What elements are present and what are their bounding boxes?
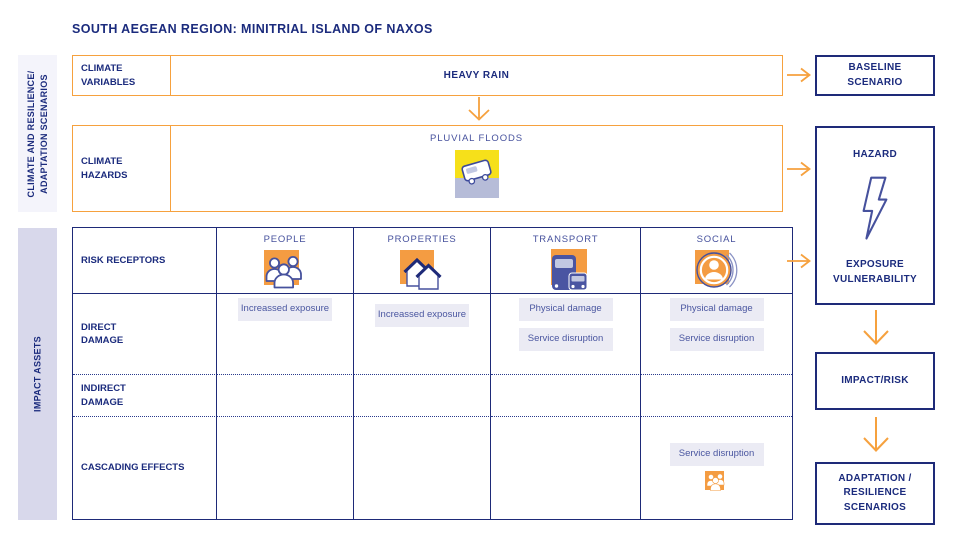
direct-people-cell: Increassed exposure — [217, 294, 354, 375]
exposure-vulnerability-label: EXPOSURE VULNERABILITY — [833, 259, 917, 285]
direct-damage-label-cell: DIRECT DAMAGE — [73, 294, 217, 375]
damage-chip: Physical damage — [669, 298, 764, 321]
arrow-hazard-to-impact-icon — [859, 310, 893, 350]
pluvial-floods-label: PLUVIAL FLOODS — [429, 133, 524, 144]
receptor-social-cell: SOCIAL — [641, 228, 792, 294]
damage-chip: Service disruption — [518, 327, 613, 351]
flooded-car-icon — [454, 150, 499, 198]
indirect-transport-cell — [491, 375, 641, 417]
climate-variables-label-box: CLIMATE VARIABLES — [72, 55, 171, 96]
climate-hazards-label: CLIMATE HAZARDS — [81, 156, 128, 181]
indirect-social-cell — [641, 375, 792, 417]
arrow-to-exposure-icon — [787, 252, 813, 270]
heavy-rain-label: HEAVY RAIN — [443, 70, 510, 81]
band-impact-assets: IMPACT ASSETS — [18, 228, 57, 520]
properties-header: PROPERTIES — [387, 234, 457, 245]
damage-chip: Increassed exposure — [375, 304, 469, 327]
social-header: SOCIAL — [696, 234, 737, 245]
risk-receptors-label-cell: RISK RECEPTORS — [73, 228, 217, 294]
cascading-social-cell: Service disruption — [641, 417, 792, 519]
houses-icon — [399, 249, 445, 291]
indirect-damage-label-cell: INDIRECT DAMAGE — [73, 375, 217, 417]
cascading-properties-cell — [354, 417, 491, 519]
impact-matrix: RISK RECEPTORS PEOPLE PRO — [72, 227, 793, 520]
damage-chip: Service disruption — [669, 443, 764, 466]
band-climate-scenarios-label: CLIMATE AND RESILIENCE/ ADAPTATION SCENA… — [25, 70, 49, 197]
receptor-transport-cell: TRANSPORT — [491, 228, 641, 294]
direct-damage-label: DIRECT DAMAGE — [81, 321, 124, 346]
cascading-people-cell — [217, 417, 354, 519]
heavy-rain-box: HEAVY RAIN — [170, 55, 783, 96]
pluvial-floods-box: PLUVIAL FLOODS — [170, 125, 783, 212]
damage-chip: Increassed exposure — [238, 298, 332, 321]
damage-chip: Physical damage — [518, 298, 613, 321]
cascading-effects-label: CASCADING EFFECTS — [81, 462, 185, 474]
arrow-impact-to-adaptation-icon — [859, 417, 893, 457]
receptor-properties-cell: PROPERTIES — [354, 228, 491, 294]
direct-properties-cell: Increassed exposure — [354, 294, 491, 375]
cascading-transport-cell — [491, 417, 641, 519]
baseline-scenario-box: BASELINE SCENARIO — [815, 55, 935, 96]
arrow-to-hazard-icon — [787, 160, 813, 178]
risk-receptors-label: RISK RECEPTORS — [81, 254, 166, 266]
damage-chip: Service disruption — [669, 327, 764, 351]
climate-variables-label: CLIMATE VARIABLES — [81, 63, 136, 88]
person-circle-icon — [693, 249, 741, 293]
climate-hazards-label-box: CLIMATE HAZARDS — [72, 125, 171, 212]
people-group-small-icon — [705, 470, 728, 492]
people-group-icon — [263, 249, 307, 289]
receptor-people-cell: PEOPLE — [217, 228, 354, 294]
direct-social-cell: Physical damage Service disruption — [641, 294, 792, 375]
hazard-label: HAZARD — [852, 149, 898, 160]
arrow-to-baseline-icon — [787, 66, 813, 84]
down-arrow-icon — [464, 97, 494, 124]
hazard-exposure-box: HAZARD EXPOSURE VULNERABILITY — [815, 126, 935, 305]
impact-risk-box: IMPACT/RISK — [815, 352, 935, 410]
adaptation-resilience-label: ADAPTATION / RESILIENCE SCENARIOS — [838, 472, 912, 513]
impact-risk-label: IMPACT/RISK — [841, 374, 909, 386]
cascading-effects-label-cell: CASCADING EFFECTS — [73, 417, 217, 519]
baseline-scenario-label: BASELINE SCENARIO — [847, 62, 903, 88]
band-climate-scenarios: CLIMATE AND RESILIENCE/ ADAPTATION SCENA… — [18, 55, 57, 212]
direct-transport-cell: Physical damage Service disruption — [491, 294, 641, 375]
lightning-icon — [856, 163, 894, 259]
page-title: SOUTH AEGEAN REGION: MINITRIAL ISLAND OF… — [72, 22, 433, 36]
band-impact-assets-label: IMPACT ASSETS — [31, 336, 42, 412]
indirect-properties-cell — [354, 375, 491, 417]
transport-header: TRANSPORT — [532, 234, 599, 245]
indirect-people-cell — [217, 375, 354, 417]
people-header: PEOPLE — [263, 234, 307, 245]
adaptation-resilience-box: ADAPTATION / RESILIENCE SCENARIOS — [815, 462, 935, 525]
indirect-damage-label: INDIRECT DAMAGE — [81, 383, 126, 408]
vehicles-icon — [544, 249, 588, 292]
